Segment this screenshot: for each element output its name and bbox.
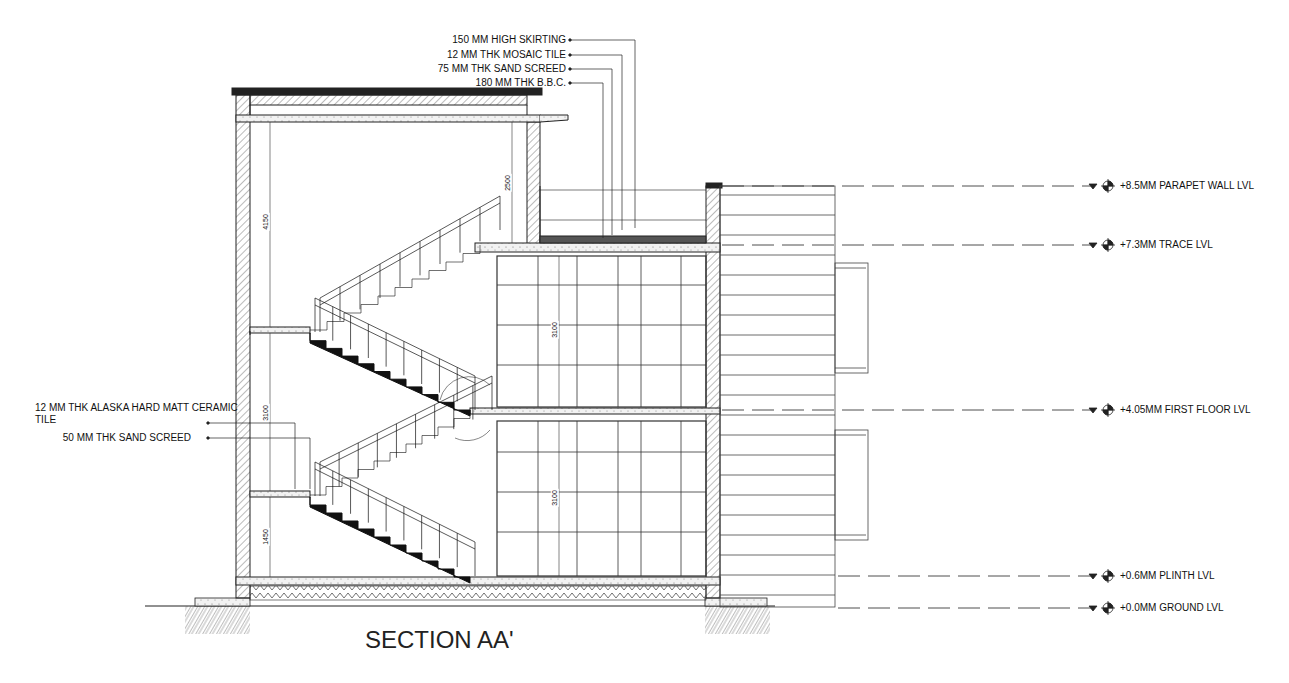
ground	[185, 606, 250, 634]
facade	[720, 195, 835, 595]
slabs	[250, 491, 310, 497]
walls	[540, 186, 541, 243]
slabs	[540, 236, 706, 243]
ground	[705, 598, 767, 606]
slabs	[706, 183, 722, 188]
annotation: 150 MM HIGH SKIRTING	[452, 34, 566, 46]
level-triangle	[1089, 184, 1097, 189]
drawing-title: SECTION AA'	[365, 626, 514, 654]
window-grid	[497, 421, 706, 576]
level-lines	[838, 576, 1092, 577]
stair-flights	[310, 196, 500, 583]
annotation: 12 MM THK ALASKA HARD MATT CERAMIC TILE	[35, 402, 257, 426]
window-grid	[497, 256, 706, 407]
stair-flights	[310, 410, 470, 495]
level-label: +7.3MM TRACE LVL	[1120, 239, 1213, 251]
annotation: 50 MM THK SAND SCREED	[63, 432, 191, 444]
dimension-text: 1450	[262, 528, 270, 546]
slabs	[236, 577, 720, 585]
roof	[236, 115, 540, 122]
leader-lines	[570, 40, 635, 228]
walls	[527, 122, 540, 245]
level-label: +0.0MM GROUND LVL	[1120, 602, 1223, 614]
level-label: +4.05MM FIRST FLOOR LVL	[1120, 404, 1251, 416]
dimension-lines	[270, 122, 559, 577]
level-lines	[722, 245, 1092, 246]
slabs	[540, 220, 706, 221]
facade	[835, 268, 866, 535]
slabs	[475, 243, 720, 252]
ground	[705, 606, 770, 634]
roof	[527, 105, 528, 115]
annotation: 180 MM THK B.B.C.	[476, 77, 566, 89]
leader-lines	[207, 422, 210, 425]
level-symbol	[1101, 238, 1115, 252]
roof	[232, 88, 542, 95]
stair-flights	[440, 377, 490, 441]
leader-lines	[207, 437, 210, 440]
dimension-text: 3100	[551, 321, 559, 339]
leader-lines	[570, 69, 612, 235]
facade	[720, 186, 868, 607]
level-triangle	[1089, 606, 1097, 611]
level-symbol	[1101, 601, 1115, 615]
level-triangle	[1089, 574, 1097, 579]
leader-lines	[569, 82, 572, 85]
ground	[250, 586, 706, 600]
leader-lines	[208, 438, 310, 489]
level-triangle	[1089, 243, 1097, 248]
dimension-text: 3100	[551, 489, 559, 507]
level-symbol	[1101, 569, 1115, 583]
ground	[195, 598, 250, 606]
window-grid	[497, 256, 706, 576]
stair-flights	[315, 196, 500, 576]
roof	[250, 105, 251, 115]
annotation: 12 MM THK MOSAIC TILE	[447, 49, 566, 61]
level-lines	[838, 608, 1092, 609]
slabs	[250, 327, 310, 333]
level-lines	[722, 186, 1092, 608]
facade	[835, 430, 868, 540]
level-markers	[1089, 179, 1115, 615]
walls	[236, 95, 720, 598]
window-grid	[497, 421, 706, 576]
slabs	[236, 183, 722, 585]
roof	[540, 115, 568, 122]
leader-lines	[569, 54, 572, 57]
level-lines	[722, 410, 1092, 411]
dimension-text: 4150	[262, 213, 270, 231]
dimension-text: 2500	[504, 174, 512, 192]
leader-lines	[208, 423, 295, 489]
leader-lines	[570, 55, 622, 230]
slabs	[540, 190, 706, 191]
stair-flights	[310, 245, 480, 330]
leader-lines	[570, 83, 603, 238]
leader-lines	[207, 39, 635, 489]
dimension-text: 3100	[262, 404, 270, 422]
level-label: +8.5MM PARAPET WALL LVL	[1120, 180, 1254, 192]
roof	[250, 95, 527, 105]
facade	[720, 186, 835, 607]
level-triangle	[1089, 408, 1097, 413]
level-lines	[722, 186, 1092, 187]
leader-lines	[569, 39, 572, 42]
stair-flights	[310, 333, 470, 416]
walls	[236, 95, 250, 598]
window-grid	[497, 256, 706, 407]
roof	[232, 88, 568, 122]
slabs	[250, 331, 251, 335]
facade	[835, 263, 868, 373]
level-label: +0.6MM PLINTH LVL	[1120, 570, 1215, 582]
level-symbol	[1101, 403, 1115, 417]
stair-flights	[310, 497, 470, 583]
leader-lines	[569, 68, 572, 71]
slabs	[470, 408, 720, 414]
level-symbol	[1101, 179, 1115, 193]
annotation: 75 MM THK SAND SCREED	[438, 63, 566, 75]
